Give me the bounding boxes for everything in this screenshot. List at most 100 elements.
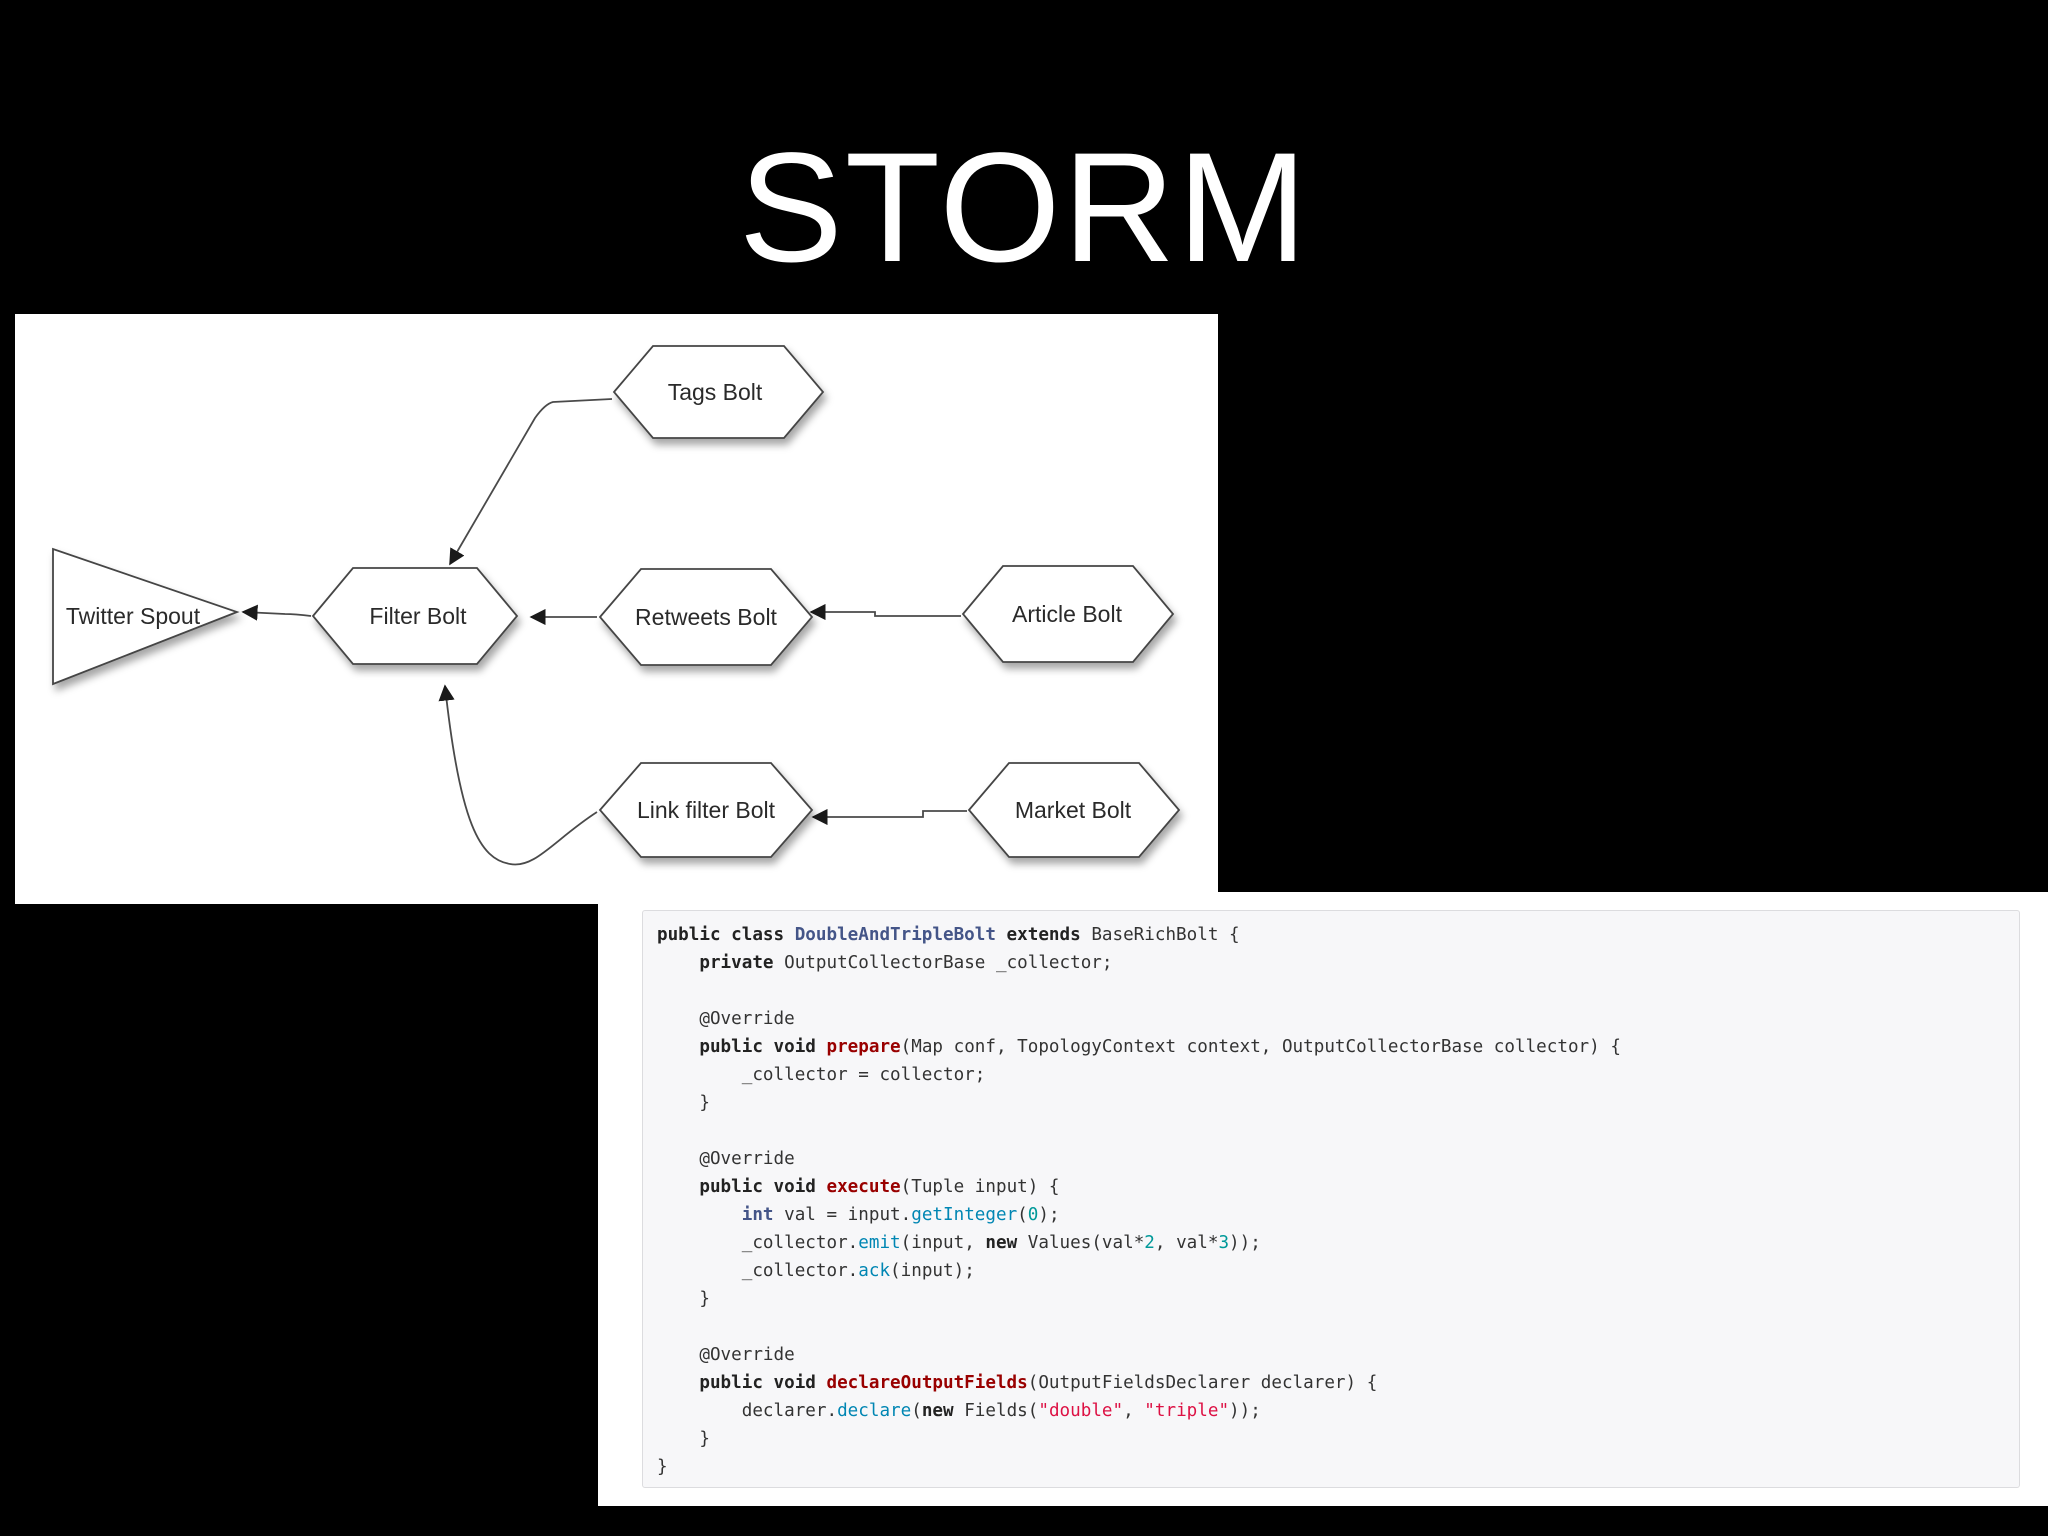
code-token: )); (1229, 1401, 1261, 1421)
slide-title: STORM (738, 121, 1310, 295)
code-token: public class (657, 925, 795, 945)
code-token: execute (826, 1177, 901, 1197)
node-link-filter-bolt: Link filter Bolt (598, 762, 814, 858)
code-token: )); (1229, 1233, 1261, 1253)
node-label-link-filter-bolt: Link filter Bolt (637, 797, 776, 823)
code-token: (Tuple input) { (900, 1177, 1060, 1197)
code-line: public void execute(Tuple input) { (657, 1173, 1621, 1201)
code-line: _collector = collector; (657, 1061, 1621, 1089)
code-token: OutputCollectorBase _collector; (784, 953, 1113, 973)
code-line: public class DoubleAndTripleBolt extends… (657, 921, 1621, 949)
code-token: (input, (900, 1233, 986, 1253)
code-token (657, 1373, 699, 1393)
code-token: extends (995, 925, 1092, 945)
code-token: "triple" (1144, 1401, 1230, 1421)
code-line: @Override (657, 1341, 1621, 1369)
code-line: } (657, 1089, 1621, 1117)
node-retweets-bolt: Retweets Bolt (598, 568, 814, 666)
code-line: @Override (657, 1005, 1621, 1033)
code-token: , (1123, 1401, 1145, 1421)
code-line (657, 1117, 1621, 1145)
code-line: } (657, 1285, 1621, 1313)
code-line: declarer.declare(new Fields("double", "t… (657, 1397, 1621, 1425)
code-line (657, 1313, 1621, 1341)
node-filter-bolt: Filter Bolt (311, 567, 519, 665)
code-line: public void declareOutputFields(OutputFi… (657, 1369, 1621, 1397)
code-token (657, 1177, 699, 1197)
code-token: ( (911, 1401, 922, 1421)
code-token: , val* (1154, 1233, 1219, 1253)
code-token: @Override (657, 1345, 795, 1365)
code-token: (OutputFieldsDeclarer declarer) { (1027, 1373, 1378, 1393)
code-line: public void prepare(Map conf, TopologyCo… (657, 1033, 1621, 1061)
code-token: "double" (1038, 1401, 1124, 1421)
code-token: declare (837, 1401, 912, 1421)
topology-diagram: Twitter Spout Filter Bolt Tags Bolt Retw… (15, 314, 1218, 904)
code-token: ( (1017, 1205, 1028, 1225)
code-listing: public class DoubleAndTripleBolt extends… (657, 921, 1621, 1481)
code-token: public void (699, 1037, 827, 1057)
code-token: new (921, 1401, 965, 1421)
code-token: (input); (890, 1261, 975, 1281)
code-token: public void (699, 1373, 827, 1393)
code-line: @Override (657, 1145, 1621, 1173)
edge-article-to-retweets (809, 603, 961, 621)
code-token: (Map conf, TopologyContext context, Outp… (900, 1037, 1621, 1057)
code-token: 3 (1218, 1233, 1230, 1253)
node-label-market-bolt: Market Bolt (1015, 797, 1132, 823)
code-token: declarer. (657, 1401, 838, 1421)
code-line (657, 977, 1621, 1005)
code-line: } (657, 1453, 1621, 1481)
code-token: } (657, 1093, 710, 1113)
code-token: Fields( (964, 1401, 1039, 1421)
code-token: @Override (657, 1009, 795, 1029)
node-article-bolt: Article Bolt (961, 565, 1175, 663)
code-token (657, 953, 699, 973)
code-token: _collector. (657, 1261, 859, 1281)
code-panel: public class DoubleAndTripleBolt extends… (598, 892, 2048, 1506)
code-line: int val = input.getInteger(0); (657, 1201, 1621, 1229)
code-token: } (657, 1289, 710, 1309)
code-token: } (657, 1457, 668, 1477)
code-token: prepare (826, 1037, 901, 1057)
code-line: } (657, 1425, 1621, 1453)
code-token: int (741, 1205, 774, 1225)
code-token (657, 1037, 699, 1057)
code-token: BaseRichBolt { (1091, 925, 1240, 945)
edge-filter-to-spout (241, 604, 312, 621)
code-token (657, 1205, 742, 1225)
code-token: DoubleAndTripleBolt (794, 925, 996, 945)
code-token: declareOutputFields (826, 1373, 1028, 1393)
edges (241, 398, 967, 866)
code-token: 0 (1027, 1205, 1039, 1225)
code-token: } (657, 1429, 710, 1449)
topology-diagram-svg: Twitter Spout Filter Bolt Tags Bolt Retw… (52, 345, 1181, 866)
node-label-retweets-bolt: Retweets Bolt (635, 604, 778, 630)
code-token: _collector. (657, 1233, 859, 1253)
code-line: private OutputCollectorBase _collector; (657, 949, 1621, 977)
code-line: _collector.emit(input, new Values(val*2,… (657, 1229, 1621, 1257)
code-token: 2 (1144, 1233, 1155, 1253)
node-label-filter-bolt: Filter Bolt (369, 603, 467, 629)
edge-tags-to-filter (449, 398, 613, 566)
code-token: ); (1038, 1205, 1060, 1225)
node-twitter-spout: Twitter Spout (52, 547, 240, 686)
node-tags-bolt: Tags Bolt (612, 345, 825, 439)
code-token: ack (858, 1261, 891, 1281)
edge-market-to-linkfilter (811, 808, 967, 826)
edge-link-to-filter (438, 684, 598, 866)
node-label-twitter-spout: Twitter Spout (66, 603, 201, 629)
nodes: Twitter Spout Filter Bolt Tags Bolt Retw… (52, 345, 1181, 858)
node-label-tags-bolt: Tags Bolt (668, 379, 763, 405)
code-token: public void (699, 1177, 827, 1197)
code-token: getInteger (911, 1205, 1018, 1225)
code-line: _collector.ack(input); (657, 1257, 1621, 1285)
code-token: @Override (657, 1149, 795, 1169)
code-block: public class DoubleAndTripleBolt extends… (642, 910, 2020, 1488)
code-token: new (985, 1233, 1028, 1253)
code-token: private (699, 953, 785, 973)
code-token: _collector = collector; (657, 1065, 986, 1085)
code-token: val = input. (773, 1205, 912, 1225)
code-token: emit (858, 1233, 901, 1253)
